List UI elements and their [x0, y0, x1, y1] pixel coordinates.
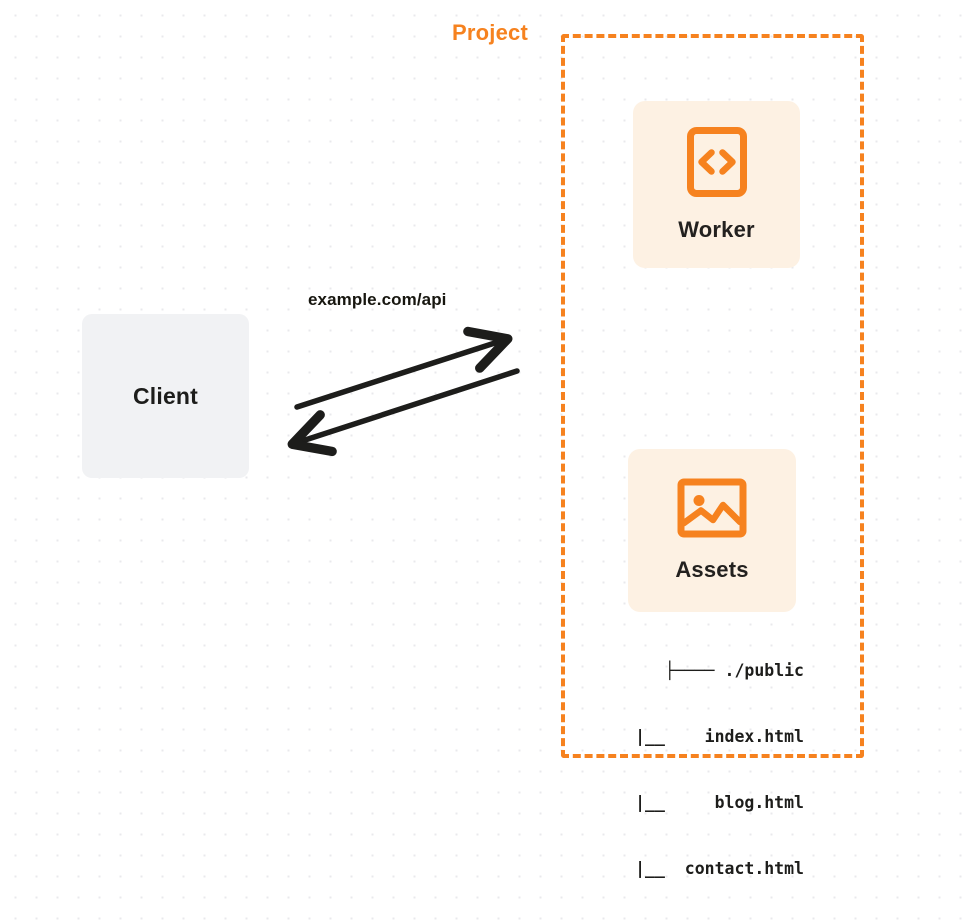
client-label: Client [132, 382, 199, 409]
project-container [561, 34, 864, 758]
arrow-response [287, 368, 520, 457]
tree-line-index: |__ index.html [635, 727, 804, 746]
node-worker[interactable]: Worker [633, 101, 800, 268]
code-brackets-icon [686, 126, 748, 203]
tree-line-blog: |__ blog.html [635, 793, 804, 812]
assets-label: Assets [675, 557, 749, 582]
image-picture-icon [677, 478, 747, 543]
worker-label: Worker [678, 217, 755, 242]
node-client[interactable]: Client [82, 314, 249, 478]
connection-arrows [287, 326, 520, 457]
connection-label: example.com/api [308, 290, 447, 309]
arrow-request [294, 326, 513, 410]
tree-line-root: ├──── ./public [664, 661, 804, 680]
file-tree: ├──── ./public |__ index.html |__ blog.h… [560, 616, 804, 924]
node-assets[interactable]: Assets [628, 449, 796, 612]
project-title: Project [445, 19, 535, 46]
tree-line-contact: |__ contact.html [635, 859, 804, 878]
diagram-canvas: Client example.com/api Project Worker [82, 19, 864, 878]
